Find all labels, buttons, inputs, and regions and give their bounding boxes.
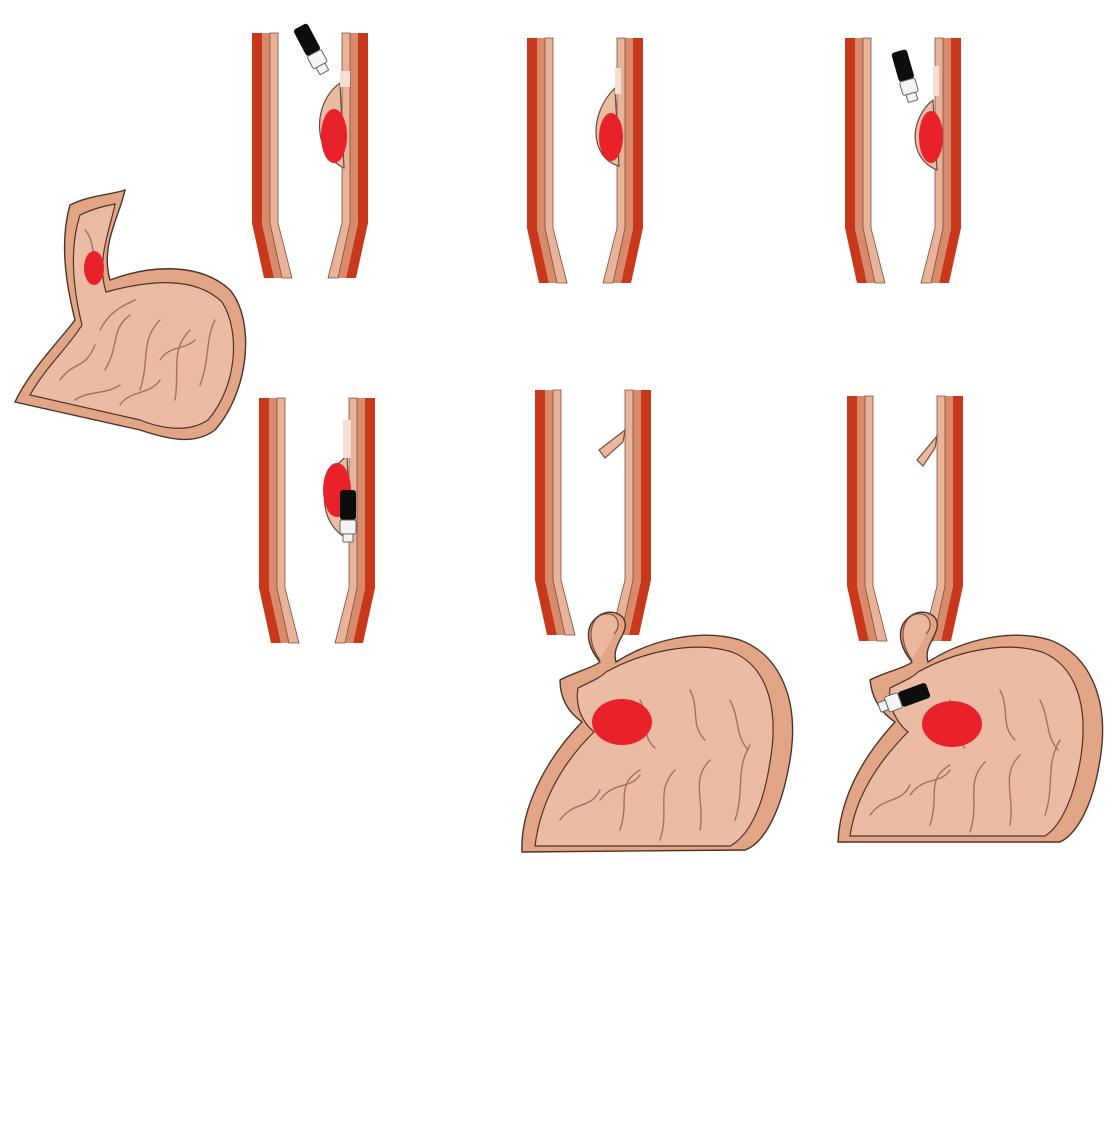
esophagus-icon (847, 396, 963, 641)
lesion-icon (84, 251, 104, 285)
esophagus-icon (252, 33, 368, 278)
endoscope-icon (293, 23, 332, 76)
panel-esophagus-scope-dissection (259, 398, 375, 643)
esophagus-icon (259, 398, 375, 643)
lesion-icon (321, 109, 347, 163)
panel-stomach-overview (15, 190, 246, 439)
endoscope-icon (340, 490, 356, 542)
panel-esophagus-submucosal-lift (527, 38, 643, 283)
esophagus-icon (527, 38, 643, 283)
stomach-icon (522, 612, 793, 852)
panel-esophagus-scope-second-approach (845, 38, 961, 283)
stomach-icon (15, 190, 246, 439)
panel-esophagus-flap-stomach-scope (838, 396, 1103, 842)
lesion-icon (599, 113, 623, 161)
panel-esophagus-scope-approach (252, 23, 368, 278)
lesion-icon (592, 699, 652, 745)
panel-esophagus-flap-stomach-lesion (522, 390, 793, 852)
esophagus-icon (535, 390, 651, 635)
lesion-icon (922, 701, 982, 747)
lesion-icon (919, 111, 943, 163)
endoscope-icon (891, 49, 921, 103)
